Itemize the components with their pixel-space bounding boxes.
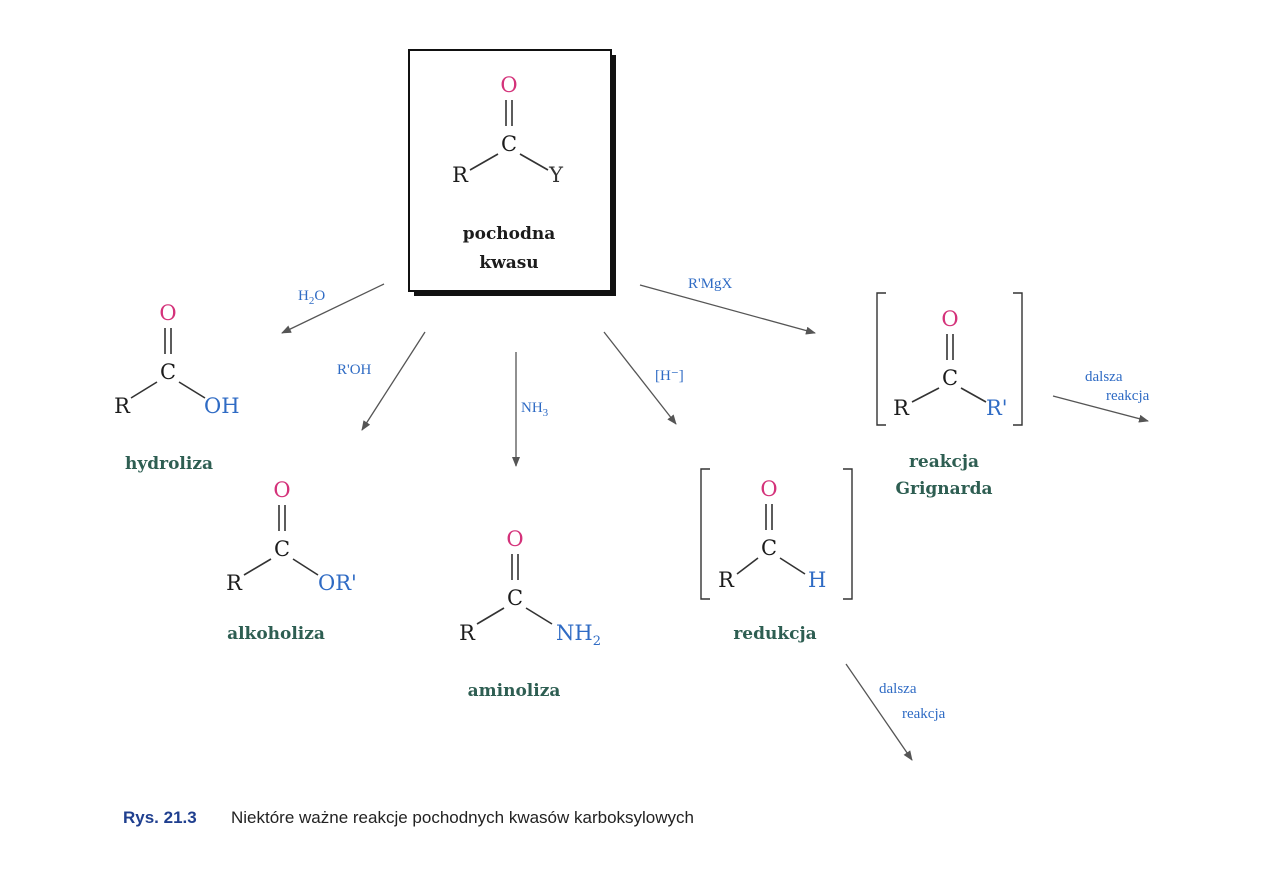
aminolysis-substituent: NH2	[556, 621, 601, 649]
grignard-r-group: R	[893, 396, 910, 420]
further-reaction-reduction-line2: reakcja	[902, 706, 946, 722]
reduction-carbon: C	[761, 536, 777, 560]
box-frame	[408, 49, 612, 292]
figure-caption: Rys. 21.3 Niektóre ważne reakcje pochodn…	[123, 808, 694, 827]
hydrolysis-substituent: OH	[204, 394, 240, 418]
center-bond-left	[469, 153, 499, 171]
alcoholysis-oxygen: O	[273, 478, 290, 502]
grignard-bond-left	[911, 387, 940, 403]
aminolysis-r-group: R	[459, 621, 476, 645]
center-substituent: Y	[548, 163, 564, 187]
hydrolysis-r-group: R	[114, 394, 131, 418]
alcoholysis-substituent: OR'	[318, 571, 357, 595]
arrow-reduction	[603, 331, 677, 425]
center-bond-right	[519, 153, 549, 171]
further-reaction-grignard-line2: reakcja	[1106, 388, 1150, 404]
further-reaction-reduction-line1: dalsza	[879, 681, 917, 697]
reduction-bond-left	[736, 557, 759, 575]
arrow-further-reduction	[845, 663, 913, 761]
grignard-substituent: R'	[986, 396, 1008, 420]
product-aminolysis: O C R NH2 aminoliza	[459, 527, 601, 701]
arrow-hydrolysis	[281, 283, 385, 334]
grignard-oxygen: O	[941, 307, 958, 331]
acid-derivative-box: O C R Y pochodna kwasu	[408, 49, 616, 296]
reagent-grignard: R'MgX	[688, 276, 733, 292]
hydrolysis-carbon: C	[160, 360, 176, 384]
product-alcoholysis: O C R OR' alkoholiza	[226, 478, 357, 644]
reduction-r-group: R	[718, 568, 735, 592]
grignard-label-line2: Grignarda	[895, 479, 992, 499]
center-label-line2: kwasu	[479, 253, 538, 273]
reduction-label: redukcja	[733, 624, 816, 644]
grignard-label-line1: reakcja	[909, 452, 979, 472]
hydrolysis-label: hydroliza	[125, 454, 213, 474]
alcoholysis-bond-left	[243, 558, 272, 576]
hydrolysis-bond-right	[178, 381, 206, 399]
grignard-bracket-left	[876, 292, 886, 426]
alcoholysis-label: alkoholiza	[227, 624, 325, 644]
reduction-oxygen: O	[760, 477, 777, 501]
hydrolysis-bond-left	[130, 381, 158, 399]
further-reaction-grignard-line1: dalsza	[1085, 369, 1123, 385]
aminolysis-oxygen: O	[506, 527, 523, 551]
alcoholysis-bond-right	[292, 558, 319, 576]
center-label-line1: pochodna	[463, 224, 556, 244]
arrow-further-grignard	[1052, 395, 1149, 423]
center-r-group: R	[452, 163, 469, 187]
reduction-bracket-right	[843, 468, 853, 600]
aminolysis-bond-left	[476, 607, 505, 625]
reagent-hydride: [H⁻]	[655, 368, 684, 384]
product-reduction: O C R H redukcja	[700, 468, 853, 644]
reagent-ammonia: NH3	[521, 400, 549, 419]
reagent-water: H2O	[298, 288, 325, 307]
reagent-alcohol: R'OH	[337, 362, 372, 378]
grignard-carbon: C	[942, 366, 958, 390]
reduction-substituent: H	[808, 568, 826, 592]
hydrolysis-oxygen: O	[159, 301, 176, 325]
center-oxygen: O	[500, 73, 517, 97]
aminolysis-carbon: C	[507, 586, 523, 610]
arrow-alcoholysis	[361, 331, 426, 431]
product-hydrolysis: O C R OH hydroliza	[114, 301, 239, 474]
grignard-bond-right	[960, 387, 987, 403]
caption-text: Niektóre ważne reakcje pochodnych kwasów…	[231, 808, 694, 827]
reduction-bracket-left	[700, 468, 710, 600]
caption-number: Rys. 21.3	[123, 808, 197, 827]
alcoholysis-r-group: R	[226, 571, 243, 595]
aminolysis-bond-right	[525, 607, 553, 625]
grignard-bracket-right	[1013, 292, 1023, 426]
alcoholysis-carbon: C	[274, 537, 290, 561]
arrow-grignard	[639, 284, 816, 335]
reduction-bond-right	[779, 557, 806, 575]
aminolysis-label: aminoliza	[468, 681, 561, 701]
center-carbon: C	[501, 132, 517, 156]
product-grignard: O C R R' reakcja Grignarda	[876, 292, 1023, 499]
